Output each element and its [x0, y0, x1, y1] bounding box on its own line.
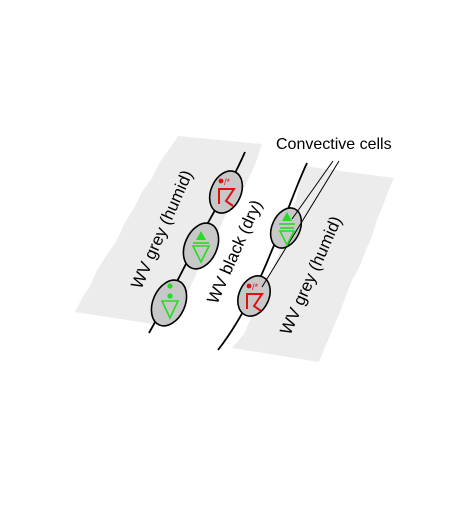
lightning-bracket-icon [246, 293, 264, 312]
shower-triangle-icon [278, 230, 296, 247]
right-humid-band [232, 166, 394, 362]
hail-shower-symbol-right-top [278, 212, 296, 247]
cell-left-bottom [150, 279, 188, 327]
rain-dot-icon [167, 293, 173, 299]
callout-leader-upper [291, 160, 334, 220]
rain-shower-symbol-left-bottom [160, 283, 180, 320]
shower-triangle-icon [191, 245, 211, 264]
lightning-bracket-icon [218, 188, 236, 207]
rain-dot-icon [246, 283, 252, 289]
rain-dot-icon [167, 283, 173, 289]
snow-slash-icon: /* [252, 282, 259, 292]
snow-slash-icon: /* [224, 177, 231, 187]
thunderstorm-symbol-left-top: /* [218, 177, 236, 207]
convective-cells-label: Convective cells [276, 136, 392, 153]
cell-left-top [208, 170, 244, 214]
rain-dot-icon [218, 178, 224, 184]
hail-triangle-icon [196, 231, 206, 240]
hail-triangle-icon [282, 212, 292, 221]
thunderstorm-symbol-right-bottom: /* [246, 282, 264, 312]
right-boundary-line [217, 162, 308, 351]
shower-triangle-icon [160, 300, 180, 320]
callout-leader-lower [261, 160, 340, 288]
hail-shower-symbol-left-middle [191, 231, 211, 264]
